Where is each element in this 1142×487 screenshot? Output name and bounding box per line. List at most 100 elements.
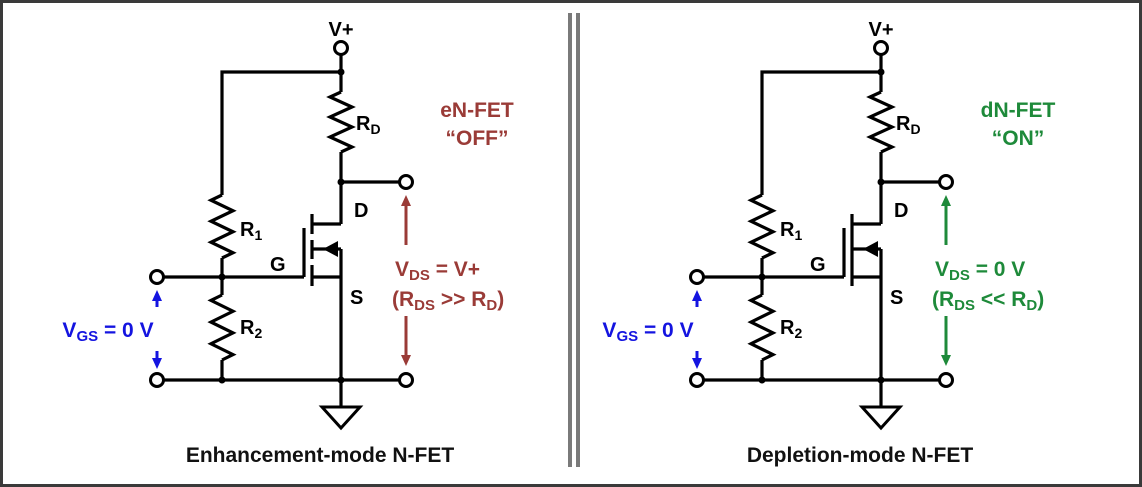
rds-label-part: D <box>1026 297 1037 314</box>
vgs-arrow-down-head <box>692 358 702 369</box>
terminal-drain-out <box>398 174 414 190</box>
vds-arrow-down-head <box>941 355 951 366</box>
terminal-supply <box>333 40 349 56</box>
terminal-supply <box>873 40 889 56</box>
rd-label-part: D <box>370 121 380 137</box>
drain-label-part: D <box>894 200 908 222</box>
rds-label: (RDS >> RD) <box>392 288 504 314</box>
source-label: S <box>890 287 903 309</box>
vgs-label-part: V <box>602 319 616 342</box>
junction-dot <box>218 376 226 384</box>
vgs-label-part: = 0 V <box>638 319 693 342</box>
resistor-r2 <box>747 293 777 362</box>
r2-label-part: 2 <box>794 325 802 341</box>
panel-caption: Enhancement-mode N-FET <box>186 444 455 467</box>
junction-dot <box>337 68 345 76</box>
terminal-gate-in <box>149 269 165 285</box>
vgs-arrow-up-head <box>152 290 162 301</box>
gate-label-part: G <box>810 254 826 276</box>
vds-label-part: DS <box>409 267 430 284</box>
source-label-part: S <box>350 287 363 309</box>
panel-divider <box>568 13 580 467</box>
vds-label-part: V <box>395 258 409 281</box>
wire-bias-top <box>760 70 881 195</box>
vds-label: VDS = 0 V <box>935 258 1025 284</box>
mosfet-symbol <box>310 214 341 286</box>
terminal-ground-out <box>398 372 414 388</box>
r1-label-part: R <box>240 219 255 241</box>
resistor-r1 <box>747 193 777 260</box>
supply-label: V+ <box>868 19 893 41</box>
panel-caption-part: Depletion-mode N-FET <box>747 444 973 467</box>
vds-label-part: V <box>935 258 949 281</box>
vgs-label-part: = 0 V <box>98 319 153 342</box>
vds-arrow-up-head <box>941 195 951 206</box>
vds-label-part: = 0 V <box>970 258 1025 281</box>
fet-type-label-part: dN-FET <box>981 99 1056 122</box>
r2-label-part: R <box>780 317 795 339</box>
terminal-ground-out <box>938 372 954 388</box>
body-arrow-icon <box>323 241 338 257</box>
resistor-rd <box>326 90 356 154</box>
r1-label-part: 1 <box>794 227 802 243</box>
fet-type-label: dN-FET <box>981 99 1056 122</box>
rds-label-part: ) <box>497 288 504 311</box>
fet-type-label-part: eN-FET <box>440 99 514 122</box>
rds-label-part: DS <box>954 297 975 314</box>
junction-dot <box>337 376 345 384</box>
gate-label: G <box>810 254 826 276</box>
junction-dot <box>877 178 885 186</box>
vgs-label-part: V <box>62 319 76 342</box>
wires <box>704 55 939 407</box>
drain-label-part: D <box>354 200 368 222</box>
source-label-part: S <box>890 287 903 309</box>
fet-state-label: “ON” <box>992 127 1045 150</box>
mosfet-symbol <box>850 214 881 286</box>
junction-dot <box>877 376 885 384</box>
rd-label-part: R <box>896 113 911 135</box>
supply-label-part: V+ <box>868 19 893 41</box>
rd-label: RD <box>356 113 381 137</box>
rds-label-part: (R <box>392 288 414 311</box>
terminal-ground-in <box>149 372 165 388</box>
ground-icon <box>318 405 364 431</box>
vgs-label: VGS = 0 V <box>602 319 693 345</box>
junction-dot <box>758 273 766 281</box>
wires <box>164 55 399 407</box>
r1-label: R1 <box>240 219 262 243</box>
junction-dot <box>337 178 345 186</box>
panel-caption-part: Enhancement-mode N-FET <box>186 444 455 467</box>
rd-label: RD <box>896 113 921 137</box>
r1-label-part: 1 <box>254 227 262 243</box>
vgs-label-part: GS <box>76 328 98 345</box>
rds-label-part: >> R <box>435 288 486 311</box>
divider-line-left <box>568 13 572 467</box>
terminal-ground-in <box>689 372 705 388</box>
terminal-gate-in <box>689 269 705 285</box>
r2-label-part: R <box>240 317 255 339</box>
rds-label-part: DS <box>414 297 435 314</box>
vgs-label-part: GS <box>616 328 638 345</box>
r1-label-part: R <box>780 219 795 241</box>
panel-caption: Depletion-mode N-FET <box>747 444 973 467</box>
rd-label-part: D <box>910 121 920 137</box>
junction-dot <box>758 376 766 384</box>
junction-dot <box>877 68 885 76</box>
r2-label: R2 <box>780 317 802 341</box>
ground-icon <box>858 405 904 431</box>
fet-state-label-part: “ON” <box>992 127 1045 150</box>
drain-label: D <box>354 200 368 222</box>
r1-label: R1 <box>780 219 802 243</box>
vds-arrow-up-head <box>401 195 411 206</box>
resistor-rd <box>866 90 896 154</box>
source-label: S <box>350 287 363 309</box>
fet-state-label-part: “OFF” <box>446 127 509 150</box>
rd-label-part: R <box>356 113 371 135</box>
fet-type-label: eN-FET <box>440 99 514 122</box>
terminal-drain-out <box>938 174 954 190</box>
supply-label-part: V+ <box>328 19 353 41</box>
fet-state-label: “OFF” <box>446 127 509 150</box>
divider-line-right <box>576 13 580 467</box>
